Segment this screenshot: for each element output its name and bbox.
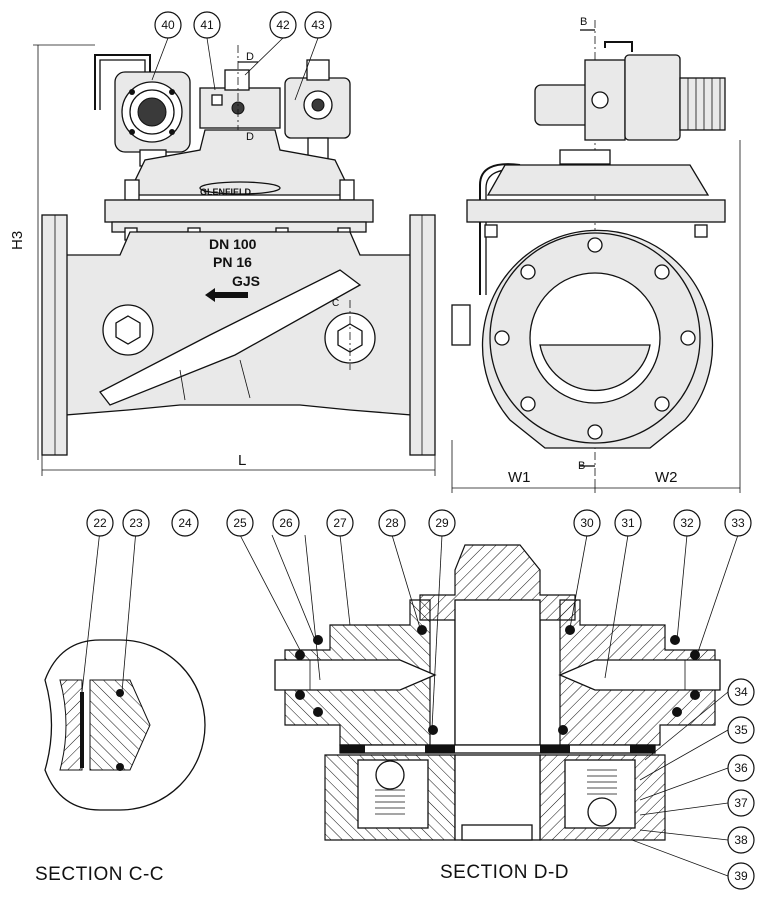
callout-38: 38 — [727, 826, 755, 854]
svg-text:23: 23 — [129, 516, 143, 530]
callout-33: 33 — [724, 509, 752, 537]
section-d-d: SECTION D-D — [274, 544, 721, 883]
svg-text:30: 30 — [580, 516, 594, 530]
material-marking: GJS — [232, 273, 260, 289]
callout-22: 22 — [86, 509, 114, 537]
side-cover-flange — [466, 199, 726, 223]
callout-36: 36 — [727, 754, 755, 782]
cover-flange — [104, 199, 374, 223]
callout-27: 27 — [326, 509, 354, 537]
cut-mark-c: C — [332, 298, 339, 309]
section-d-title: SECTION D-D — [440, 862, 569, 883]
pilot-cap — [624, 54, 681, 141]
svg-text:36: 36 — [734, 761, 748, 775]
flow-direction-arrow-icon — [205, 288, 248, 302]
svg-text:22: 22 — [93, 516, 107, 530]
svg-text:37: 37 — [734, 796, 748, 810]
brand-marking: GLENFIELD — [200, 187, 251, 197]
front-view: DN 100 PN 16 GJS GLENFIELD C D D H3 L — [9, 44, 436, 476]
callout-25: 25 — [226, 509, 254, 537]
side-bonnet — [486, 164, 710, 196]
callout-41: 41 — [193, 11, 221, 39]
callout-37: 37 — [727, 789, 755, 817]
callout-40: 40 — [154, 11, 182, 39]
section-c-title: SECTION C-C — [35, 864, 164, 885]
body-partition — [99, 269, 362, 406]
callout-39: 39 — [727, 862, 755, 890]
length-label: L — [238, 452, 246, 469]
cut-mark-b-top: B — [580, 16, 587, 28]
svg-text:31: 31 — [621, 516, 635, 530]
callouts: 40 41 42 43 22 23 24 25 26 27 28 29 30 3… — [86, 11, 755, 890]
svg-text:41: 41 — [200, 18, 214, 32]
callout-43: 43 — [304, 11, 332, 39]
adjustment-knob — [679, 77, 726, 131]
drain-plug-left — [102, 304, 154, 356]
callout-35: 35 — [727, 716, 755, 744]
callout-29: 29 — [428, 509, 456, 537]
callout-23: 23 — [122, 509, 150, 537]
cut-mark-d-top: D — [246, 51, 254, 63]
svg-text:27: 27 — [333, 516, 347, 530]
callout-26: 26 — [272, 509, 300, 537]
outlet-flange — [409, 214, 436, 456]
callout-31: 31 — [614, 509, 642, 537]
svg-text:28: 28 — [385, 516, 399, 530]
cut-mark-d-bottom: D — [246, 131, 254, 143]
width-left-label: W1 — [508, 469, 531, 486]
height-label: H3 — [9, 231, 26, 250]
callout-34: 34 — [727, 678, 755, 706]
cut-mark-b-bottom: B — [578, 460, 585, 472]
svg-text:26: 26 — [279, 516, 293, 530]
callout-32: 32 — [673, 509, 701, 537]
svg-text:39: 39 — [734, 869, 748, 883]
svg-text:33: 33 — [731, 516, 745, 530]
svg-text:35: 35 — [734, 723, 748, 737]
svg-text:42: 42 — [276, 18, 290, 32]
inlet-flange — [41, 214, 68, 456]
svg-text:29: 29 — [435, 516, 449, 530]
svg-text:32: 32 — [680, 516, 694, 530]
callout-28: 28 — [378, 509, 406, 537]
leader-lines — [151, 37, 739, 877]
svg-text:43: 43 — [311, 18, 325, 32]
callout-30: 30 — [573, 509, 601, 537]
pressure-marking: PN 16 — [213, 254, 252, 270]
svg-text:25: 25 — [233, 516, 247, 530]
callout-42: 42 — [269, 11, 297, 39]
width-right-label: W2 — [655, 469, 678, 486]
side-view: B B — [451, 16, 741, 493]
size-marking: DN 100 — [209, 236, 257, 252]
pilot-tube — [94, 54, 151, 110]
svg-text:34: 34 — [734, 685, 748, 699]
svg-text:40: 40 — [161, 18, 175, 32]
section-c-c: SECTION C-C — [35, 529, 206, 885]
svg-text:38: 38 — [734, 833, 748, 847]
svg-text:24: 24 — [178, 516, 192, 530]
callout-24: 24 — [171, 509, 199, 537]
